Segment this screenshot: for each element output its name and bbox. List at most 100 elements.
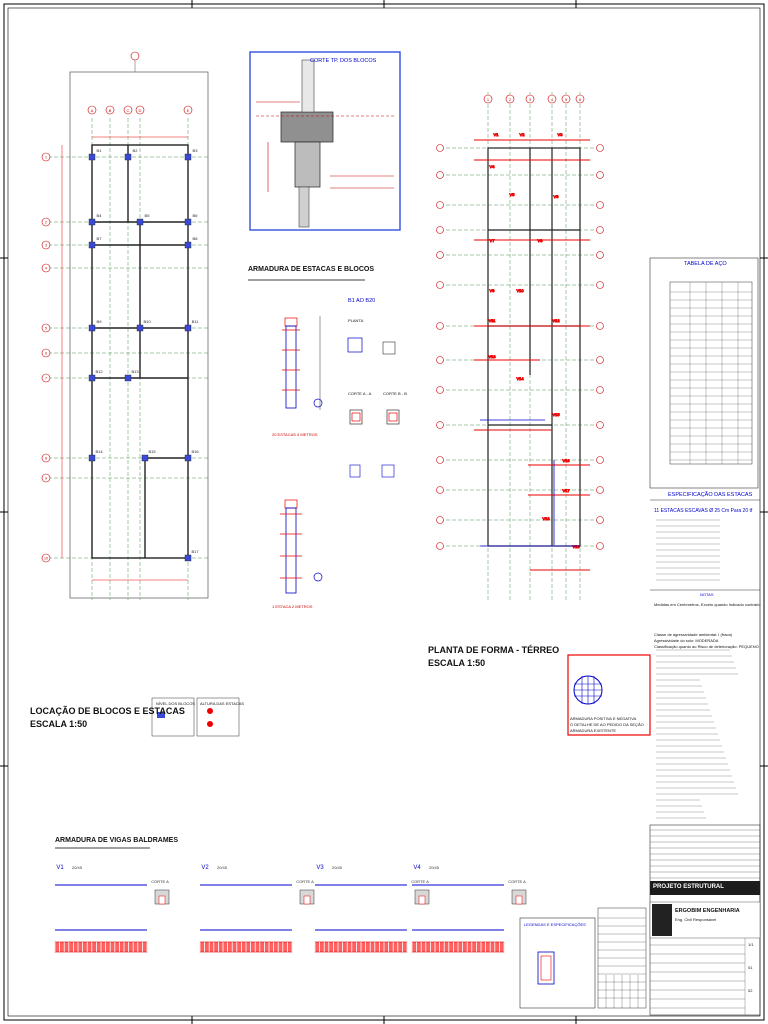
- beam-label: V15: [552, 412, 560, 417]
- axis-bubble: [436, 322, 444, 330]
- beam-label: V11: [489, 318, 497, 323]
- beam-label: V6: [554, 194, 560, 199]
- axis-bubble: [596, 456, 604, 464]
- axis-label: D: [139, 108, 142, 113]
- axis-bubble: [575, 94, 585, 104]
- planta-forma-scale: ESCALA 1:50: [428, 658, 486, 668]
- sheet-number-3: 02: [748, 988, 753, 993]
- tabela-title: TABELA DE AÇO: [684, 261, 727, 267]
- axis-bubble: [41, 473, 51, 483]
- beam-label: V12: [552, 318, 560, 323]
- beam-label: V9: [490, 288, 496, 293]
- axis-bubble: [436, 486, 444, 494]
- planta-label: PLANTA: [348, 318, 364, 323]
- viga-section: 20/45: [217, 865, 228, 870]
- locacao-legend: [151, 697, 240, 737]
- axis-label: 6: [45, 352, 47, 356]
- axis-label: 3: [45, 244, 47, 248]
- axis-bubble: [41, 217, 51, 227]
- pile-block: [88, 153, 96, 161]
- pile-block: [184, 153, 192, 161]
- axis-bubble: [436, 421, 444, 429]
- especificacao-line1: 11 ESTACAS ESCAVAS Ø 25 Cm Para 20 tf: [654, 508, 753, 514]
- armadura-vigas-title: ARMADURA DE VIGAS BALDRAMES: [55, 837, 179, 844]
- locacao-title: LOCAÇÃO DE BLOCOS E ESTACAS: [30, 706, 185, 716]
- corte-detail: [249, 51, 401, 231]
- pile-block: [184, 241, 192, 249]
- beam-label: V8: [538, 238, 544, 243]
- viga-section-stirrup: [303, 895, 311, 905]
- block-label: B13: [131, 369, 139, 374]
- axis-bubble: [183, 105, 193, 115]
- axis-bubble: [596, 226, 604, 234]
- pile-block: [124, 374, 132, 382]
- detail-text-2: O DETALHE DE AO PEDIDO DA SEÇÃO: [570, 722, 644, 727]
- viga-name: V2: [201, 865, 209, 871]
- tabela-aco: [649, 257, 759, 489]
- beam-label: V3: [558, 132, 564, 137]
- b-range-label: B1 AO B20: [348, 298, 376, 304]
- detail-text-1: ARMADURA POSITIVA E NEGATIVA: [570, 716, 637, 721]
- block-label: B1: [97, 148, 103, 153]
- block-label: B16: [191, 449, 199, 454]
- note-2: Classe de agressividade ambiental: I (fr…: [654, 632, 733, 637]
- block-label: B15: [148, 449, 156, 454]
- corte-label: CORTE A: [296, 879, 314, 884]
- block-label: B7: [97, 236, 103, 241]
- viga-name: V4: [413, 865, 421, 871]
- axis-bubble: [41, 152, 51, 162]
- axis-bubble: [436, 356, 444, 364]
- axis-label: 4: [45, 267, 47, 271]
- viga-section: 20/45: [72, 865, 83, 870]
- block-label: B6: [193, 213, 199, 218]
- carimbo-project: PROJETO ESTRUTURAL: [653, 884, 724, 890]
- block-label: B14: [95, 449, 103, 454]
- beam-label: V17: [562, 488, 570, 493]
- axis-bubble: [105, 105, 115, 115]
- legend-altura-title: ALTURA DAS ESTACAS: [200, 701, 245, 706]
- corte-label: CORTE A: [411, 879, 429, 884]
- beam-label: V1: [494, 132, 500, 137]
- axis-bubble: [436, 542, 444, 550]
- axis-bubble: [596, 281, 604, 289]
- block-label: B17: [191, 549, 199, 554]
- pile-block: [88, 454, 96, 462]
- pile-block: [88, 374, 96, 382]
- viga-section-stirrup: [418, 895, 426, 905]
- axis-bubble: [436, 201, 444, 209]
- axis-bubble: [41, 348, 51, 358]
- corte-title: CORTE TP. DOS BLOCOS: [310, 58, 377, 64]
- axis-bubble: [596, 542, 604, 550]
- note-4: Classificação quanto ao Risco de deterio…: [654, 644, 759, 649]
- axis-label: 5: [45, 327, 47, 331]
- block-label: B12: [95, 369, 103, 374]
- axis-bubble: [596, 356, 604, 364]
- beam-label: V2: [520, 132, 526, 137]
- pile-block: [88, 324, 96, 332]
- axis-label: 3: [529, 97, 532, 102]
- sheet-number-1: 1/1: [748, 942, 754, 947]
- axis-bubble: [41, 373, 51, 383]
- especificacao-panel: [650, 499, 760, 819]
- axis-bubble: [547, 94, 557, 104]
- axis-label: 2: [509, 97, 512, 102]
- axis-bubble: [596, 251, 604, 259]
- block-label: B9: [97, 319, 103, 324]
- axis-label: 7: [45, 377, 47, 381]
- beam-label: V10: [516, 288, 524, 293]
- axis-bubble: [41, 240, 51, 250]
- viga-name: V3: [316, 865, 324, 871]
- detail-text-3: ARMADURA EXISTENTE: [570, 728, 617, 733]
- pile-block: [88, 218, 96, 226]
- axis-bubble: [436, 251, 444, 259]
- axis-bubble: [483, 94, 493, 104]
- beam-label: V18: [542, 516, 550, 521]
- axis-bubble: [596, 516, 604, 524]
- beam-label: V14: [516, 376, 524, 381]
- axis-bubble: [436, 144, 444, 152]
- especificacao-title: ESPECIFICAÇÃO DAS ESTACAS: [668, 492, 753, 498]
- estaca-b-label: 1 ESTACA 2 METROS: [272, 604, 313, 609]
- corte-label: CORTE A: [151, 879, 169, 884]
